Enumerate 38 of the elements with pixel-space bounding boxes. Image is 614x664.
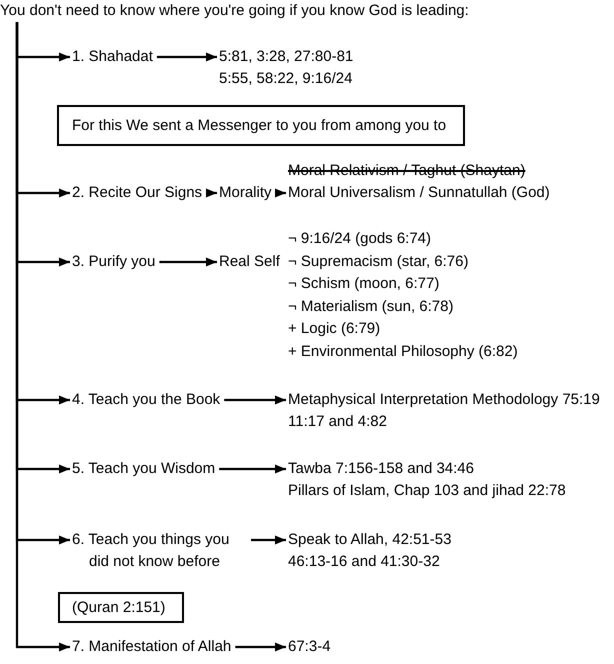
step-label: 3. Purify you <box>72 251 156 273</box>
list-item: ¬ Schism (moon, 6:77) <box>288 274 440 294</box>
concept-label: Moral Universalism / Sunnatullah (God) <box>288 183 550 203</box>
arrow <box>206 188 217 198</box>
arrow <box>219 464 286 474</box>
step-label: 6. Teach you things you did not know before <box>72 529 247 573</box>
arrow <box>224 396 286 404</box>
verse-reference: 11:17 and 4:82 <box>288 412 387 432</box>
quote-box: For this We sent a Messenger to you from among you to <box>57 105 465 146</box>
verse-reference: Metaphysical Interpretation Methodology 75:19 <box>288 390 600 410</box>
concept-label: Morality <box>219 182 272 204</box>
verse-reference: 67:3-4 <box>288 636 331 658</box>
list-item: ¬ Materialism (sun, 6:78) <box>288 296 454 317</box>
step-label: 5. Teach you Wisdom <box>72 458 216 480</box>
arrow <box>156 52 217 62</box>
concept-label: Real Self <box>219 251 280 273</box>
verse-reference: Tawba 7:156-158 and 34:46 <box>288 459 474 479</box>
heading-text: You don't need to know where you're going if you know God is leading: <box>0 0 469 22</box>
arrow <box>16 22 70 652</box>
citation-box: (Quran 2:151) <box>58 592 184 623</box>
struck-text: Moral Relativism / Taghut (Shaytan) <box>288 161 526 181</box>
list-item: ¬ Supremacism (star, 6:76) <box>288 252 468 272</box>
step-label: 4. Teach you the Book <box>72 389 220 411</box>
arrow <box>275 188 286 198</box>
list-item: ¬ 9:16/24 (gods 6:74) <box>288 229 432 249</box>
verse-reference: Pillars of Islam, Chap 103 and jihad 22:78 <box>288 481 566 501</box>
verse-reference: 5:55, 58:22, 9:16/24 <box>219 69 352 89</box>
step-label: 2. Recite Our Signs <box>72 182 202 204</box>
verse-reference: 46:13-16 and 41:30-32 <box>288 552 440 572</box>
verse-reference: Speak to Allah, 42:51-53 <box>288 530 452 550</box>
list-item: + Logic (6:79) <box>288 319 380 340</box>
arrow <box>251 536 286 544</box>
step-label: 1. Shahadat <box>72 46 153 68</box>
arrow <box>159 258 217 266</box>
list-item: + Environmental Philosophy (6:82) <box>288 342 518 362</box>
verse-reference: 5:81, 3:28, 27:80-81 <box>219 47 354 67</box>
arrow <box>235 642 286 652</box>
step-label: 7. Manifestation of Allah <box>72 636 232 658</box>
